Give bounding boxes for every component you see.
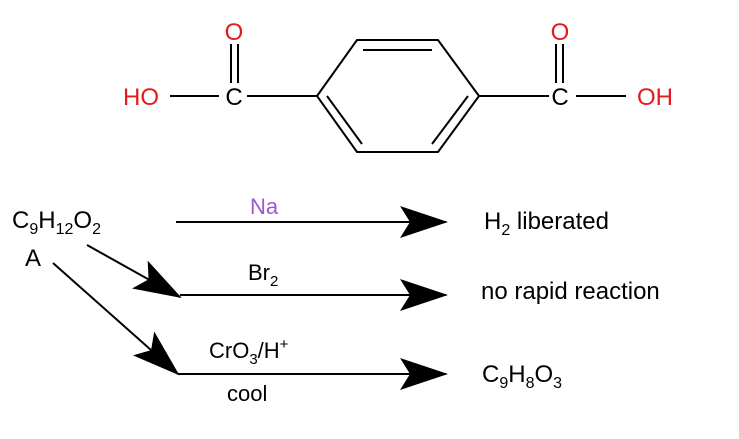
- start-label-a: A: [25, 245, 41, 272]
- ring-double-bond-right: [431, 95, 469, 145]
- reaction-2-reagent: Br2: [248, 260, 278, 290]
- reaction-2-diagonal-arrow: [86, 244, 182, 298]
- reaction-1-reagent: Na: [250, 194, 279, 219]
- reaction-3-reagent: CrO3/H+: [209, 336, 289, 368]
- terephthalic-acid-structure: [170, 39, 626, 153]
- hydroxyl-left-label: HO: [123, 84, 159, 111]
- ring-double-bond-left: [326, 95, 363, 145]
- reaction-3-diagonal-arrow: [52, 262, 180, 376]
- carbon-right-label: C: [551, 84, 568, 111]
- carbon-left-label: C: [225, 84, 242, 111]
- reaction-2-product: no rapid reaction: [481, 278, 660, 305]
- reaction-3-product: C9H8O3: [482, 361, 562, 392]
- benzene-ring: [315, 39, 481, 153]
- start-formula: C9H12O2: [12, 207, 101, 238]
- reaction-1-product: H2 liberated: [484, 208, 609, 239]
- oxygen-left-label: O: [225, 19, 244, 46]
- reaction-3-condition: cool: [227, 381, 267, 406]
- hydroxyl-right-label: OH: [637, 84, 673, 111]
- oxygen-right-label: O: [551, 19, 570, 46]
